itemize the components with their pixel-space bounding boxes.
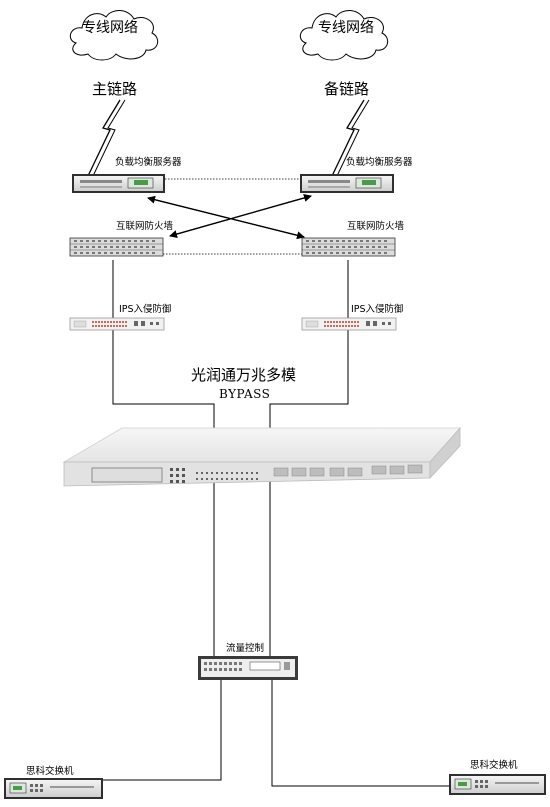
load-balancer-left — [72, 174, 165, 193]
ips-right-label: IPS入侵防御 — [351, 304, 404, 315]
firewall-right-label: 互联网防火墙 — [347, 221, 405, 232]
bypass-subtitle-label: BYPASS — [219, 387, 271, 401]
primary-link-label: 主链路 — [92, 80, 138, 98]
bypass-title-label: 光润通万兆多模 — [191, 366, 297, 384]
ips-device-left — [69, 317, 165, 331]
firewall-left — [69, 237, 164, 257]
ips-device-right — [301, 317, 397, 331]
firewall-right — [301, 237, 396, 257]
cisco-switch-right — [449, 774, 546, 795]
cloud-right-icon — [299, 10, 389, 61]
failover-cross-arrows — [147, 194, 312, 240]
dotted-links — [163, 178, 302, 255]
cisco-switch-left — [4, 778, 103, 799]
lightning-bolt-left-icon — [87, 99, 126, 177]
traffic-control-label: 流量控制 — [226, 643, 265, 654]
cloud-left-icon — [69, 10, 159, 61]
connector-lines — [103, 260, 449, 787]
cloud-right-label: 专线网络 — [318, 20, 374, 36]
load-balancer-right-label: 负载均衡服务器 — [346, 157, 413, 168]
lightning-bolt-right-icon — [331, 99, 370, 177]
load-balancer-left-label: 负载均衡服务器 — [115, 157, 182, 168]
traffic-control-device — [198, 656, 298, 680]
bypass-appliance — [62, 426, 461, 487]
cloud-left-label: 专线网络 — [82, 20, 138, 36]
ips-left-label: IPS入侵防御 — [119, 304, 172, 315]
cisco-switch-left-label: 思科交换机 — [26, 766, 74, 777]
backup-link-label: 备链路 — [324, 80, 370, 98]
load-balancer-right — [300, 174, 394, 193]
cisco-switch-right-label: 思科交换机 — [470, 760, 518, 771]
firewall-left-label: 互联网防火墙 — [116, 221, 174, 232]
